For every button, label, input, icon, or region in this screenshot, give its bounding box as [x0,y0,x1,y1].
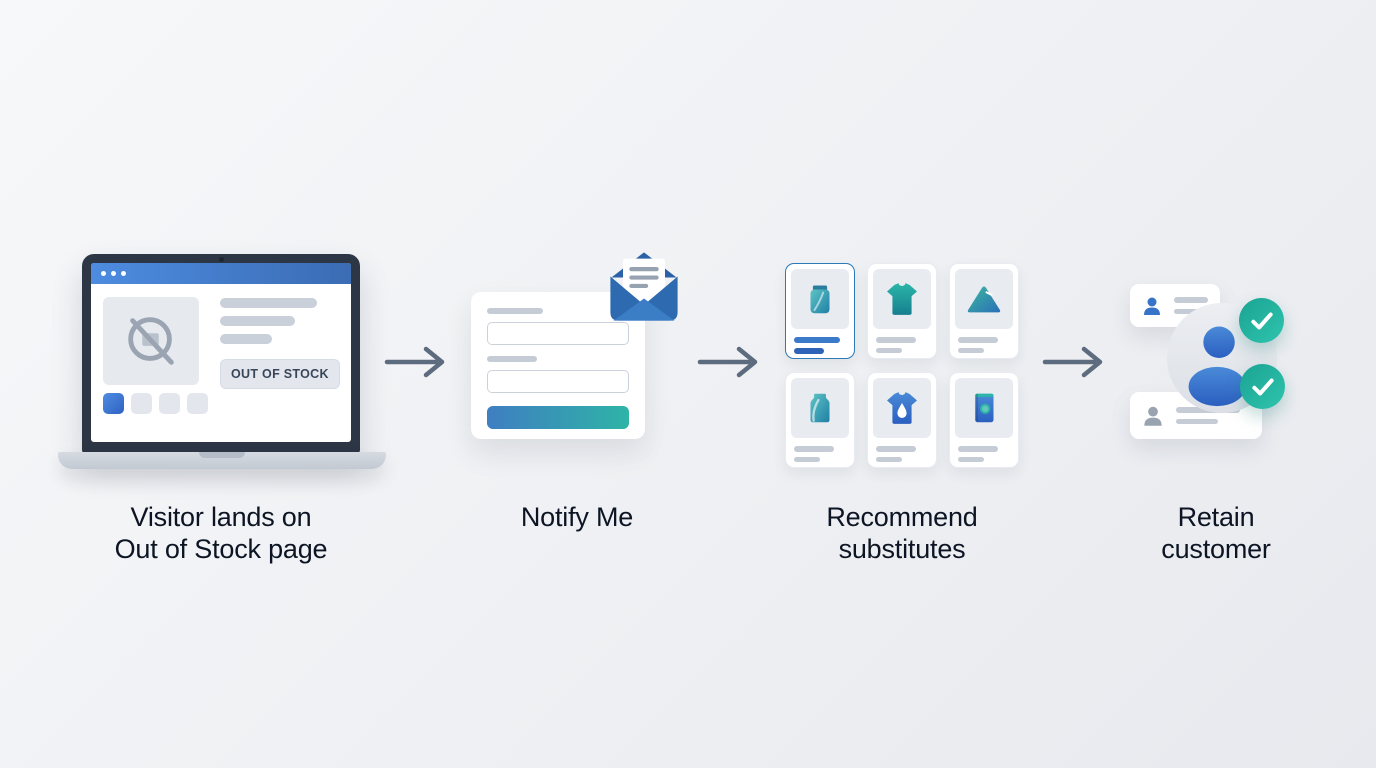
text-line [1174,308,1200,314]
notify-me-form [471,292,645,439]
step-label-visitor-lands: Visitor lands on Out of Stock page [114,502,328,564]
thumbnail[interactable] [131,393,152,414]
product-card[interactable] [785,372,855,468]
success-check-icon [1239,298,1284,343]
notify-submit-button[interactable] [487,406,629,429]
webcam-dot [219,257,224,262]
product-thumb [873,269,931,329]
email-input[interactable] [487,370,629,393]
thumbnail-strip [103,393,208,414]
carton-icon [810,393,830,423]
envelope-icon [610,252,678,321]
product-title-bar [958,337,998,343]
skeleton-line [220,334,272,344]
product-thumb [791,378,849,438]
product-title-bar [958,446,998,452]
text-line [1176,418,1218,424]
product-price-bar [794,456,820,462]
browser-title-bar [91,263,351,284]
laptop-screen: OUT OF STOCK [82,254,360,454]
name-input[interactable] [487,322,629,345]
product-thumb [955,378,1013,438]
step-label-notify-me: Notify Me [520,502,634,532]
skeleton-line [220,316,295,326]
flow-arrow-icon [384,346,445,378]
product-price-bar [958,347,984,353]
product-price-bar [876,456,902,462]
out-of-stock-badge: OUT OF STOCK [220,359,340,389]
laptop-notch [199,452,245,458]
window-dot [121,271,126,276]
product-price-bar [876,347,902,353]
laptop-base [58,452,386,469]
field-label-bar [487,356,537,362]
thumbnail[interactable] [187,393,208,414]
product-title-bar [794,337,840,343]
product-card[interactable] [949,263,1019,359]
field-label-bar [487,308,543,314]
product-price-bar [958,456,984,462]
window-dot [111,271,116,276]
product-title-bar [794,446,834,452]
mountain-icon [967,286,1001,313]
product-card[interactable] [867,372,937,468]
step-label-retain-customer: Retain customer [1161,502,1271,564]
product-thumb [791,269,849,329]
step-label-recommend-substitutes: Recommend substitutes [826,502,978,564]
product-card[interactable] [867,263,937,359]
product-title-bar [876,337,916,343]
thumbnail-selected[interactable] [103,393,124,414]
pouch-icon [810,285,830,314]
tshirt-icon [887,283,917,315]
tshirt-drop-icon [887,392,917,424]
product-thumb [955,269,1013,329]
product-page: OUT OF STOCK [91,284,351,414]
substitute-product-grid [785,263,1019,468]
no-image-icon [128,317,174,365]
product-image-placeholder [103,297,199,385]
product-card-selected[interactable] [785,263,855,359]
book-icon [975,393,994,423]
person-icon [1144,406,1162,426]
product-thumb [873,378,931,438]
product-info: OUT OF STOCK [220,297,340,414]
browser-window: OUT OF STOCK [91,263,351,442]
flow-arrow-icon [697,346,758,378]
window-dot [101,271,106,276]
person-icon [1144,297,1160,315]
flow-arrow-icon [1042,346,1103,378]
thumbnail[interactable] [159,393,180,414]
product-price-bar [794,348,824,354]
success-check-icon [1240,364,1285,409]
skeleton-line [220,298,317,308]
product-title-bar [876,446,916,452]
product-card[interactable] [949,372,1019,468]
text-line [1174,297,1208,303]
